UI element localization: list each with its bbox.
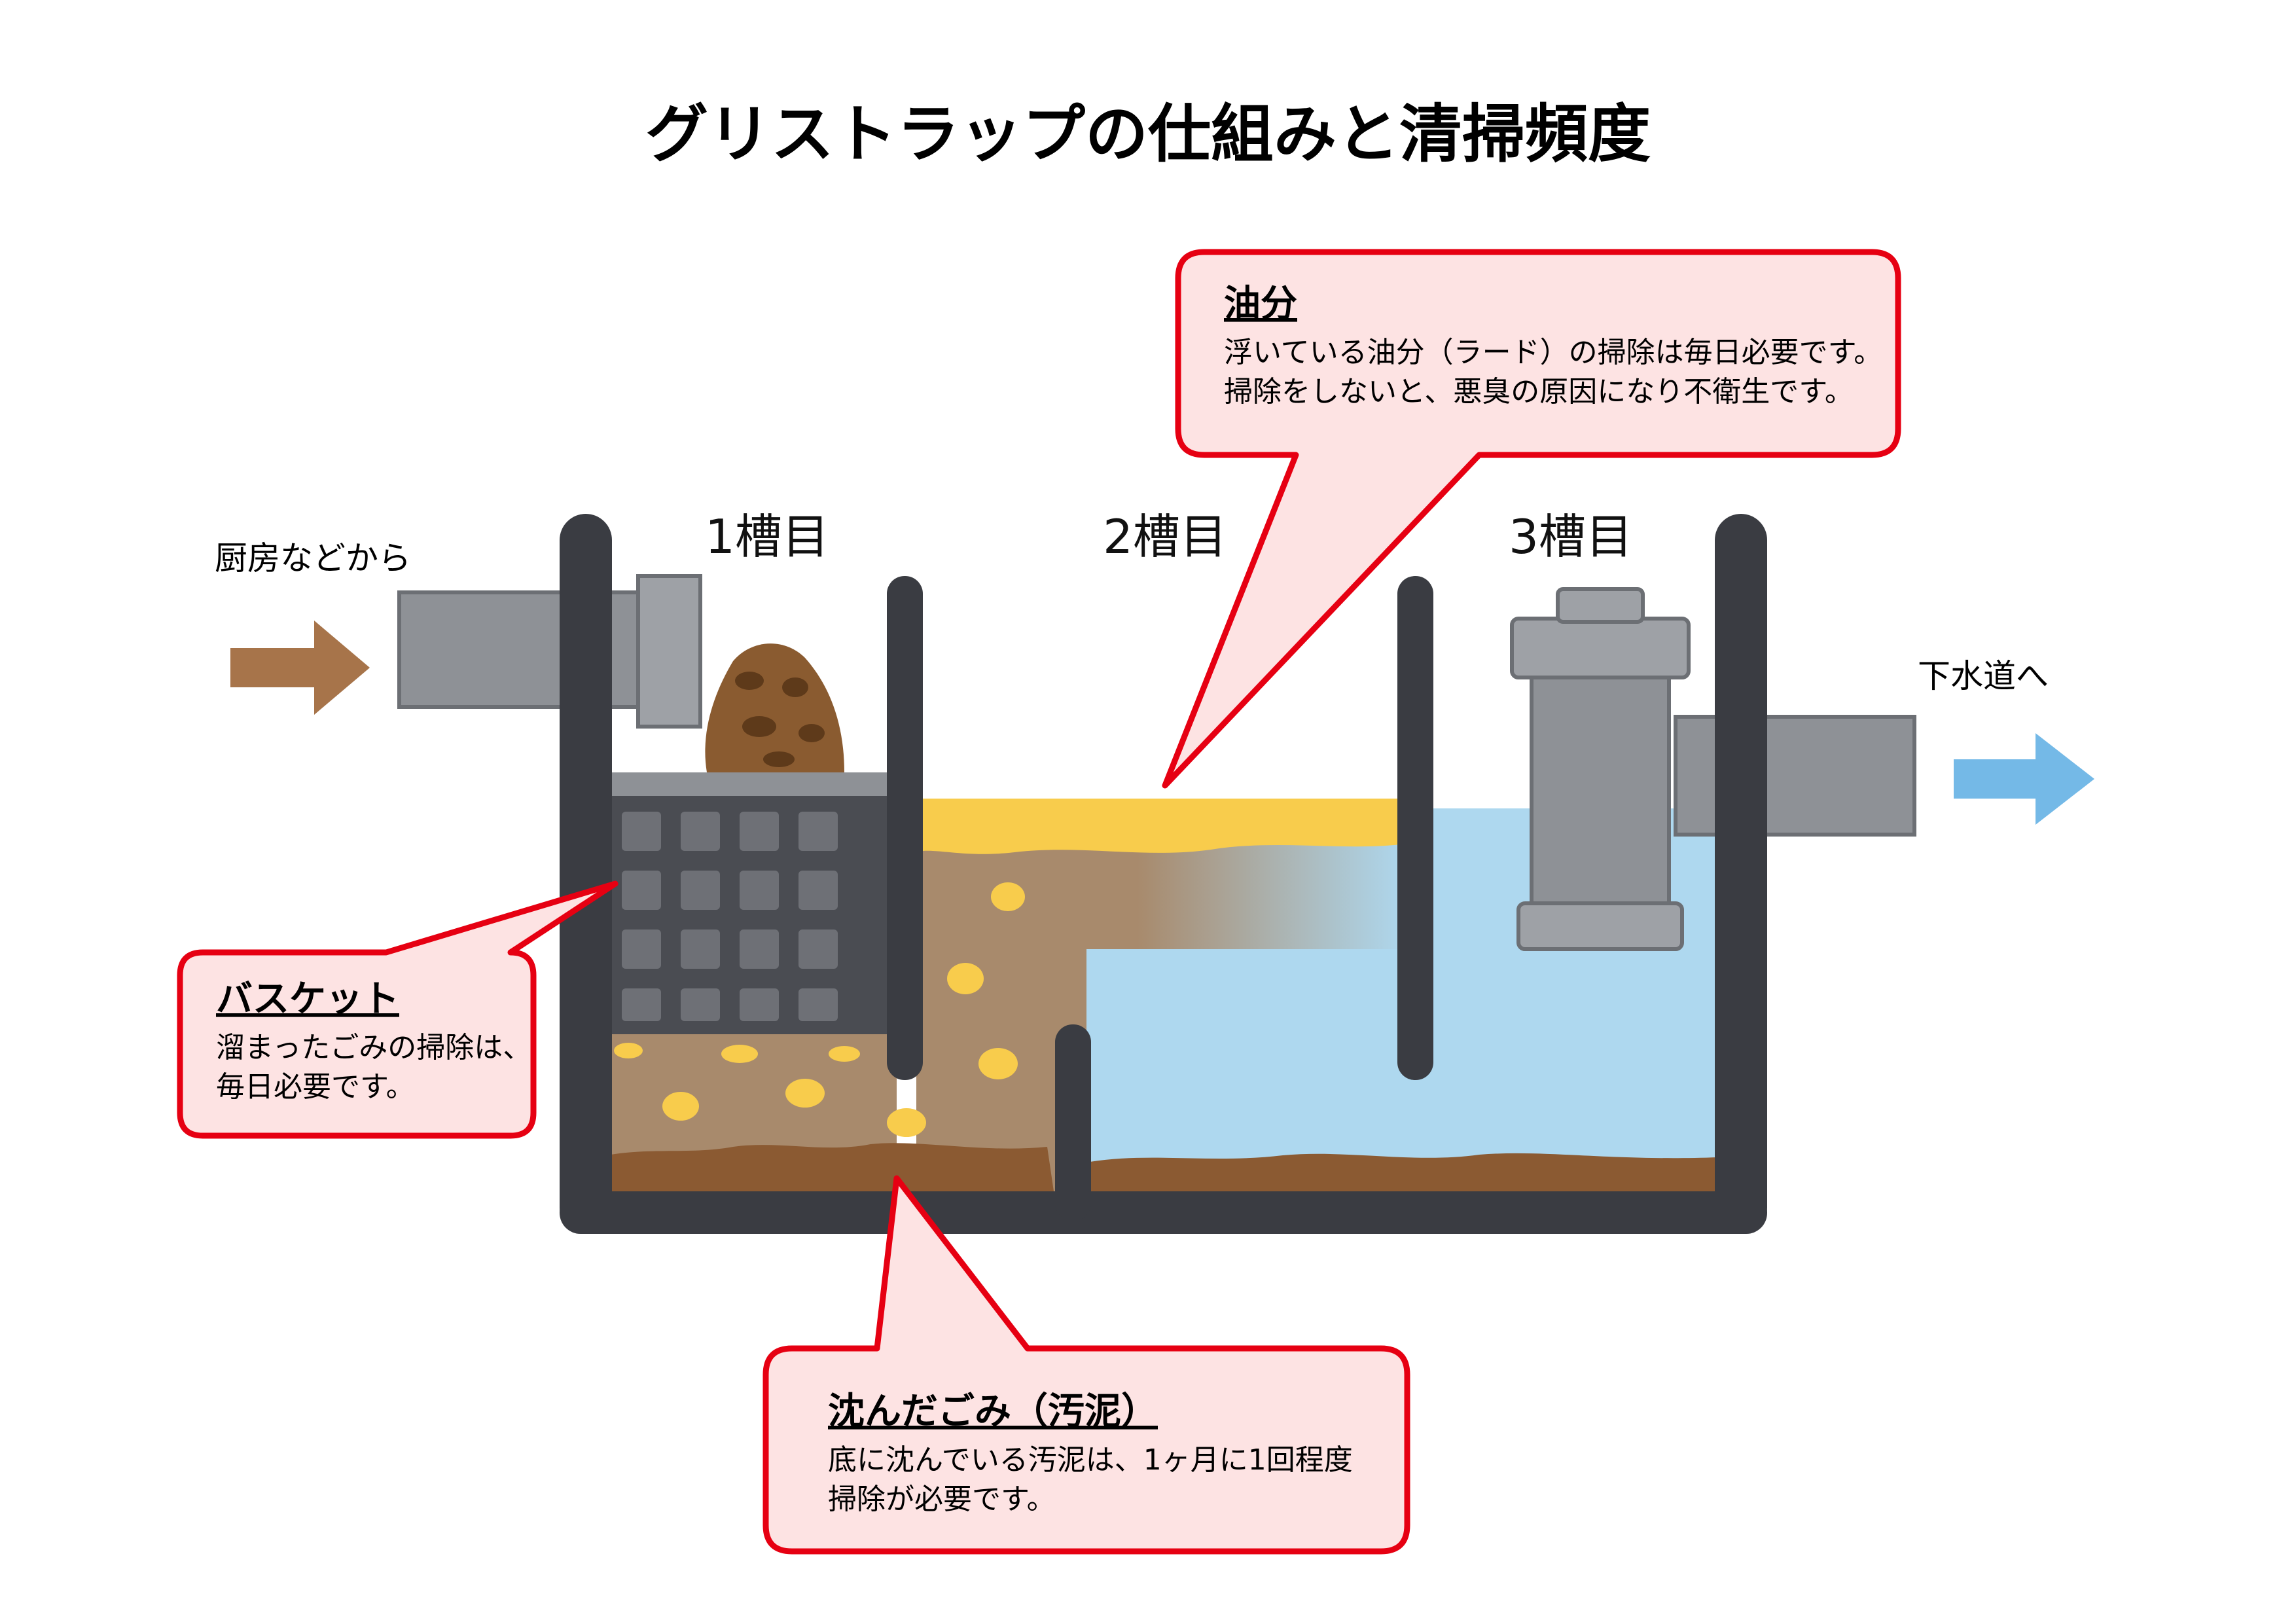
inlet-pipe xyxy=(397,574,702,729)
tank-bottom xyxy=(560,1191,1767,1234)
sediment-left xyxy=(592,1143,1054,1191)
tank-label-3: 3槽目 xyxy=(1509,509,1633,564)
callout-oil: 油分 浮いている油分（ラード）の掃除は毎日必要です。 掃除をしないと、悪臭の原因… xyxy=(1162,249,1901,789)
inlet-label: 厨房などから xyxy=(215,539,411,577)
outlet-pipe xyxy=(1510,587,1916,951)
tank-label-2: 2槽目 xyxy=(1103,509,1227,564)
callout-basket-line1: 溜まったごみの掃除は、 xyxy=(216,1031,531,1064)
inlet-arrow-icon xyxy=(230,621,370,715)
grease-blobs xyxy=(614,882,1025,1137)
sediment-right xyxy=(1090,1153,1718,1191)
divider-1 xyxy=(887,576,923,1080)
callout-oil-line2: 掃除をしないと、悪臭の原因になり不衛生です。 xyxy=(1224,375,1854,408)
callout-basket-line2: 毎日必要です。 xyxy=(216,1070,415,1104)
callout-sludge-line1: 底に沈んでいる汚泥は、1ヶ月に1回程度 xyxy=(828,1443,1353,1477)
divider-2 xyxy=(1397,576,1433,1080)
basket xyxy=(612,772,890,1034)
outlet-label: 下水道へ xyxy=(1918,657,2049,695)
food-waste xyxy=(705,643,844,772)
tank-contents xyxy=(589,799,1721,1191)
callout-sludge-title: 沈んだごみ（汚泥） xyxy=(828,1390,1158,1433)
callout-sludge: 沈んだごみ（汚泥） 底に沈んでいる汚泥は、1ヶ月に1回程度 掃除が必要です。 xyxy=(762,1175,1410,1555)
outlet-arrow-icon xyxy=(1954,733,2094,825)
callout-basket-title: バスケット xyxy=(216,978,399,1020)
callout-basket: バスケット 溜まったごみの掃除は、 毎日必要です。 xyxy=(177,880,619,1139)
callout-oil-title: 油分 xyxy=(1224,283,1297,325)
tank-walls xyxy=(560,514,1767,1234)
tank-label-1: 1槽目 xyxy=(705,509,829,564)
tank-left-wall xyxy=(560,514,612,1234)
tank2-water-right xyxy=(1086,949,1414,1191)
callout-oil-line1: 浮いている油分（ラード）の掃除は毎日必要です。 xyxy=(1224,336,1882,369)
tank-right-wall xyxy=(1715,514,1767,1234)
divider-mini xyxy=(1055,1024,1091,1221)
callout-sludge-line2: 掃除が必要です。 xyxy=(828,1483,1056,1516)
page-title: グリストラップの仕組みと清掃頻度 xyxy=(645,98,1651,171)
oil-layer xyxy=(923,799,1401,854)
